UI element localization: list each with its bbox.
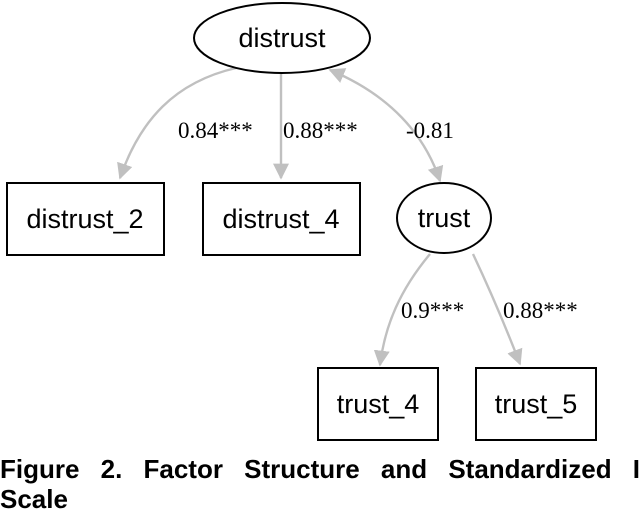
edge-label-distrust-2: 0.84***	[178, 118, 253, 143]
edge-distrust-to-distrust-2	[117, 66, 237, 180]
node-distrust: distrust	[193, 2, 371, 74]
edge-trust-to-trust-4	[373, 253, 431, 367]
figure-caption: Figure 2. Factor Structure and Standardi…	[0, 454, 640, 514]
node-trust-4-label: trust_4	[337, 389, 420, 419]
edge-label-distrust-4: 0.88***	[283, 118, 358, 143]
node-trust: trust	[396, 182, 492, 254]
node-trust-5: trust_5	[475, 367, 597, 441]
caption-line-2: Scale	[0, 484, 68, 514]
node-distrust-2-label: distrust_2	[26, 204, 143, 234]
edge-label-trust-4: 0.9***	[401, 298, 464, 323]
node-trust-4: trust_4	[317, 367, 439, 441]
caption-line-1: Figure 2. Factor Structure and Standardi…	[0, 454, 640, 484]
edge-label-covariance: -0.81	[406, 118, 454, 143]
node-distrust-4: distrust_4	[202, 182, 361, 256]
node-trust-5-label: trust_5	[495, 389, 578, 419]
node-distrust-2: distrust_2	[6, 182, 165, 256]
path-diagram: 0.84*** 0.88*** -0.81 0.9*** 0.88*** dis…	[6, 2, 597, 441]
edge-trust-to-trust-5	[471, 253, 523, 366]
edge-label-trust-5: 0.88***	[503, 298, 578, 323]
node-distrust-label: distrust	[238, 23, 326, 53]
node-distrust-4-label: distrust_4	[222, 204, 339, 234]
edge-distrust-trust-covariance	[328, 68, 444, 183]
node-trust-label: trust	[418, 203, 471, 233]
